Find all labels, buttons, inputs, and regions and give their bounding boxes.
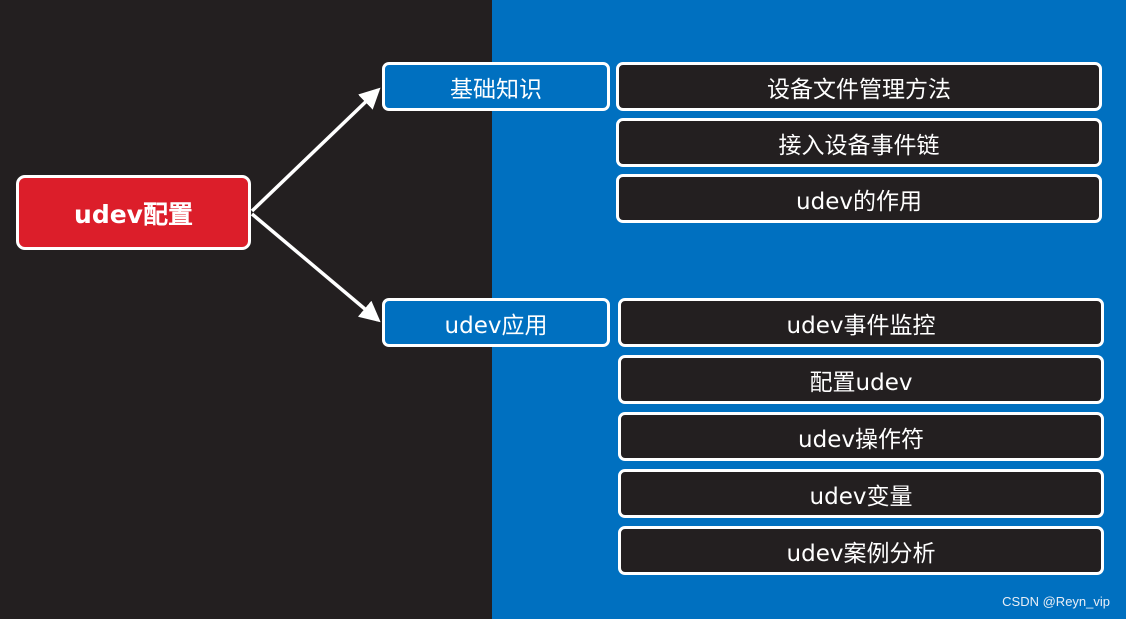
root-node-udev-config: udev配置	[16, 175, 251, 250]
arrow-to-application	[250, 212, 381, 323]
leaf-node-udev-operators: udev操作符	[618, 412, 1104, 461]
leaf-label: udev案例分析	[786, 540, 936, 567]
watermark-text: CSDN @Reyn_vip	[1002, 594, 1110, 609]
leaf-node-configure-udev: 配置udev	[618, 355, 1104, 404]
leaf-label: udev操作符	[798, 426, 924, 453]
leaf-node-udev-purpose: udev的作用	[616, 174, 1102, 223]
leaf-label: 设备文件管理方法	[767, 76, 951, 103]
leaf-label: 配置udev	[809, 369, 913, 396]
leaf-label: 接入设备事件链	[778, 132, 940, 159]
leaf-node-udev-case-study: udev案例分析	[618, 526, 1104, 575]
category-node-udev-application: udev应用	[382, 298, 610, 347]
leaf-node-udev-event-monitor: udev事件监控	[618, 298, 1104, 347]
leaf-label: udev变量	[809, 483, 913, 510]
leaf-label: udev事件监控	[786, 312, 936, 339]
category-label: udev应用	[444, 312, 548, 339]
leaf-node-udev-variables: udev变量	[618, 469, 1104, 518]
root-node-label: udev配置	[74, 199, 193, 229]
leaf-label: udev的作用	[796, 188, 922, 215]
leaf-node-device-event-chain: 接入设备事件链	[616, 118, 1102, 167]
category-label: 基础知识	[450, 76, 542, 103]
category-node-basics: 基础知识	[382, 62, 610, 111]
leaf-node-device-file-management: 设备文件管理方法	[616, 62, 1102, 111]
arrow-to-basics	[250, 87, 381, 213]
